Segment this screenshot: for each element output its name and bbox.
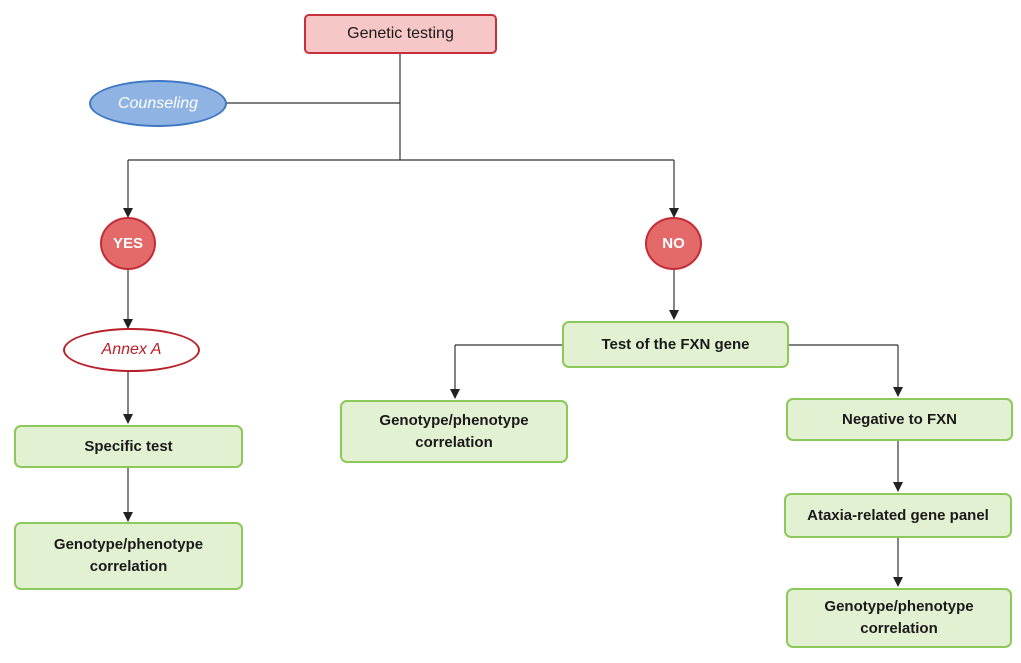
genetic-testing-label: Genetic testing — [347, 25, 454, 42]
correlation-label-right: Genotype/phenotype correlation — [824, 598, 974, 637]
annex-a-ellipse: Annex A — [63, 328, 200, 372]
correlation-label-middle: Genotype/phenotype correlation — [379, 411, 529, 451]
no-label: NO — [662, 234, 685, 252]
specific-test-label: Specific test — [84, 437, 173, 455]
correlation-label-left: Genotype/phenotype correlation — [53, 536, 204, 575]
gene-panel-box: Ataxia-related gene panel — [784, 493, 1012, 538]
counseling-ellipse: Counseling — [89, 80, 227, 127]
negative-fxn-box: Negative to FXN — [786, 398, 1013, 441]
specific-test-box: Specific test — [14, 425, 243, 468]
fxn-test-box: Test of the FXN gene — [562, 321, 789, 368]
counseling-label: Counseling — [117, 94, 199, 112]
negative-fxn-label: Negative to FXN — [841, 410, 958, 428]
correlation-box-middle: Genotype/phenotype correlation — [340, 400, 568, 463]
fxn-test-label: Test of the FXN gene — [601, 335, 750, 353]
no-circle: NO — [645, 217, 702, 270]
correlation-box-right: Genotype/phenotype correlation — [786, 588, 1012, 648]
yes-label: YES — [112, 234, 143, 252]
annex-a-label: Annex A — [101, 341, 162, 358]
gene-panel-label: Ataxia-related gene panel — [807, 506, 989, 524]
correlation-box-left: Genotype/phenotype correlation — [14, 522, 243, 590]
genetic-testing-box: Genetic testing — [304, 14, 497, 54]
yes-circle: YES — [100, 217, 156, 270]
